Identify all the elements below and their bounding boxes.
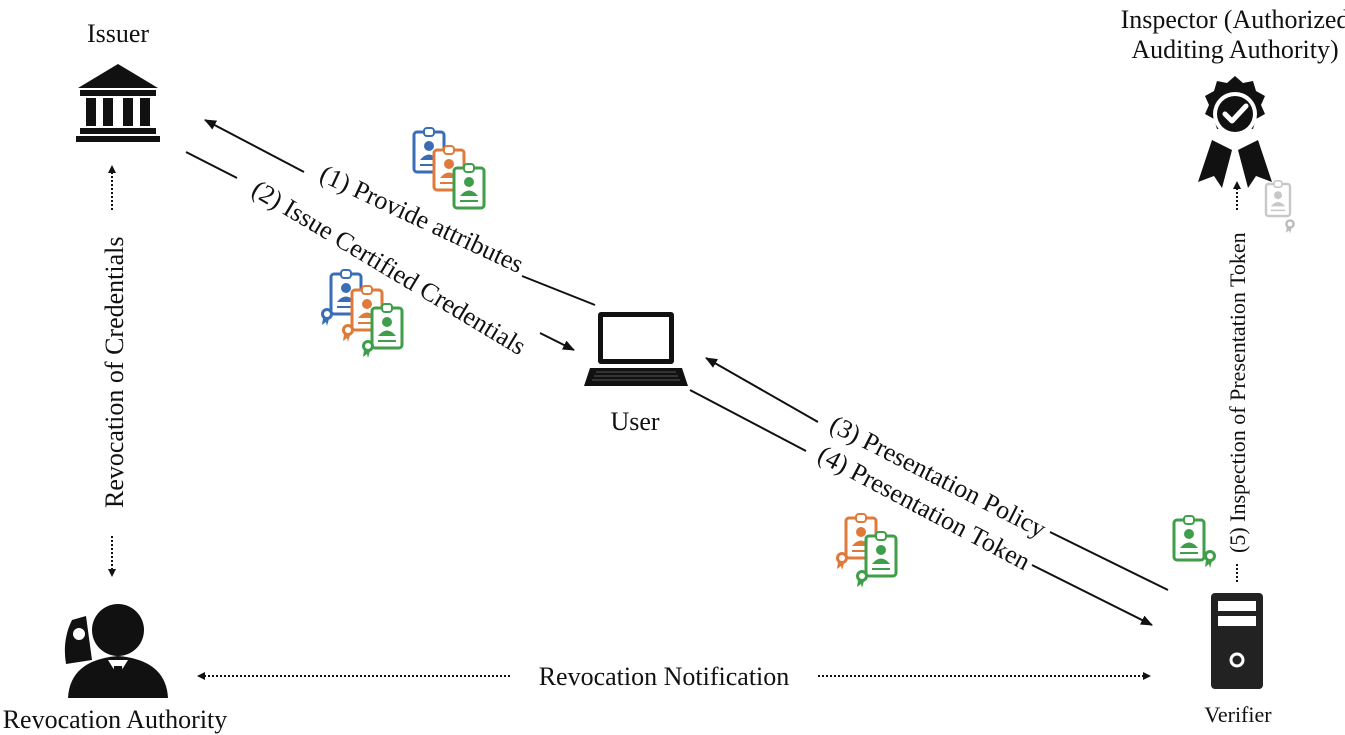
provide-arrow-head <box>204 119 305 173</box>
bank-building-icon <box>76 64 160 142</box>
businessman-icon <box>64 604 168 698</box>
provide-attributes-label: (1) Provide attributes <box>315 159 528 279</box>
presentation-token-flow: (4) Presentation Token <box>689 389 1153 626</box>
inspection-flow: (5) Inspection of Presentation Token <box>1225 181 1250 582</box>
token-arrow-head <box>1031 564 1153 626</box>
laptop-icon <box>584 312 688 386</box>
revocation-notification-flow: Revocation Notification <box>197 662 1151 691</box>
inspection-label: (5) Inspection of Presentation Token <box>1225 232 1250 553</box>
user-node: User <box>584 312 688 436</box>
presentation-policy-flow: (3) Presentation Policy <box>705 357 1169 591</box>
revocation-of-credentials-label: Revocation of Credentials <box>100 237 129 508</box>
revocation-authority-label: Revocation Authority <box>3 705 228 734</box>
policy-arrow-tail <box>1049 531 1169 591</box>
inspector-node: Inspector (Authorized Auditing Authority… <box>1121 5 1345 234</box>
issuer-node: Issuer <box>76 19 160 142</box>
token-arrow-tail <box>689 389 807 452</box>
attribute-documents-icon <box>412 126 486 210</box>
issuer-label: Issuer <box>87 19 149 48</box>
provide-arrow-tail <box>521 275 596 306</box>
issue-arrow-tail <box>185 151 238 179</box>
inspector-label-line2: Auditing Authority) <box>1131 35 1338 64</box>
issue-arrow-head <box>539 332 575 351</box>
presentation-token-credentials-icon <box>836 512 898 588</box>
server-tower-icon <box>1211 593 1263 689</box>
revocation-notification-label: Revocation Notification <box>539 662 790 691</box>
inspector-label-line1: Inspector (Authorized <box>1121 5 1345 34</box>
verifier-label: Verifier <box>1204 702 1272 727</box>
policy-arrow-head <box>705 357 819 423</box>
revocation-authority-node: Revocation Authority <box>3 604 228 734</box>
certified-badge-icon <box>1198 76 1272 188</box>
verifier-node: Verifier <box>1204 593 1272 727</box>
gray-credential-icon <box>1264 179 1295 234</box>
user-label: User <box>610 407 659 436</box>
verifier-credential-icon <box>1172 514 1216 568</box>
revocation-of-credentials-flow: Revocation of Credentials <box>100 165 129 577</box>
